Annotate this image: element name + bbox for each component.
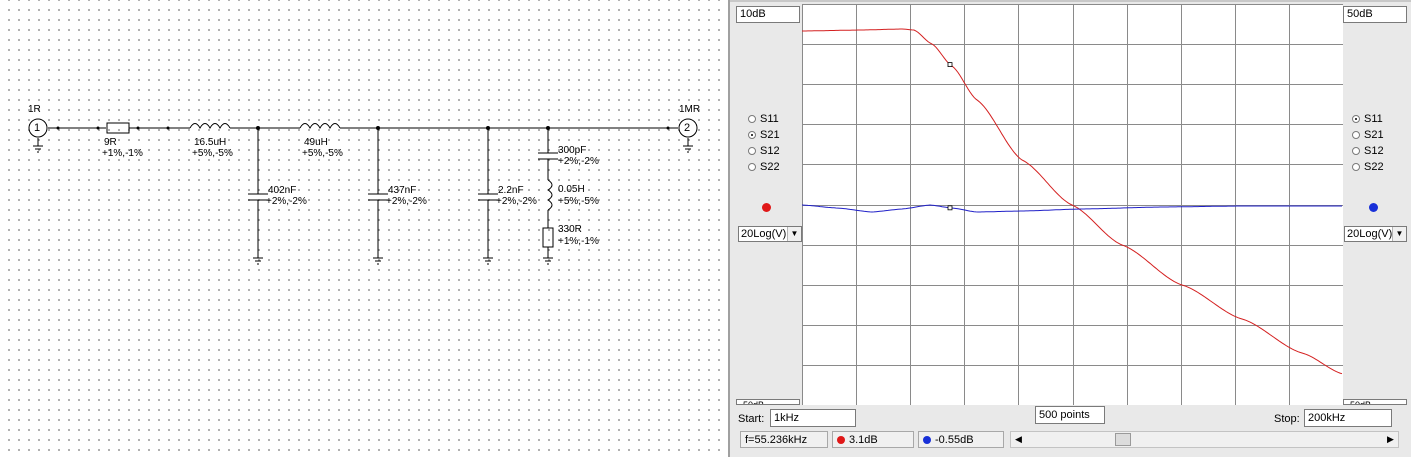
right-param-s12[interactable]: S12 xyxy=(1352,145,1384,157)
port1-number[interactable]: 1 xyxy=(34,122,41,134)
left-param-s21[interactable]: S21 xyxy=(748,129,780,141)
right-param-s11[interactable]: S11 xyxy=(1352,113,1383,125)
radio-dot xyxy=(1352,163,1360,171)
red-value-readout: 3.1dB xyxy=(832,431,914,448)
red-trace-color-icon[interactable] xyxy=(762,203,771,212)
cursor-frequency-text: f=55.236kHz xyxy=(745,433,808,446)
right-mode-select[interactable]: 20Log(V) ▼ xyxy=(1344,226,1407,242)
radio-label: S22 xyxy=(760,161,780,173)
blue-value-text: -0.55dB xyxy=(935,433,974,446)
blue-trace-color-icon[interactable] xyxy=(1369,203,1378,212)
inductor-16uh-tolerance: +5%,-5% xyxy=(192,148,233,159)
left-scale-bottom-field[interactable]: -50dB xyxy=(736,399,800,405)
top-edge xyxy=(730,0,1411,2)
port2-number[interactable]: 2 xyxy=(684,122,691,134)
radio-label: S11 xyxy=(760,113,779,125)
chevron-down-icon: ▼ xyxy=(1392,227,1406,241)
left-mode-value: 20Log(V) xyxy=(741,228,787,240)
radio-dot xyxy=(1352,131,1360,139)
right-mode-value: 20Log(V) xyxy=(1347,228,1393,240)
chevron-down-icon: ▼ xyxy=(787,227,801,241)
inductor-005h-tolerance: +5%,-5% xyxy=(558,196,599,207)
schematic-canvas[interactable]: 1R 1 1MR 2 9R +1%,-1% 16.5uH +5%,-5% 49u… xyxy=(0,0,728,457)
inductor-16uh-value[interactable]: 16.5uH xyxy=(194,137,227,148)
right-scale-bottom-field[interactable]: -50dB xyxy=(1343,399,1407,405)
inductor-005h-value[interactable]: 0.05H xyxy=(558,184,585,195)
scroll-left-icon[interactable]: ◀ xyxy=(1011,432,1026,447)
left-mode-select[interactable]: 20Log(V) ▼ xyxy=(738,226,802,242)
capacitor-402nf-value[interactable]: 402nF xyxy=(268,185,297,196)
red-dot-icon xyxy=(837,435,845,444)
radio-dot xyxy=(748,147,756,155)
blue-trace xyxy=(802,204,1342,213)
left-param-s22[interactable]: S22 xyxy=(748,161,780,173)
red-trace xyxy=(802,28,1343,375)
resistor-330r-tolerance: +1%,-1% xyxy=(558,236,599,247)
right-param-s22[interactable]: S22 xyxy=(1352,161,1384,173)
plot-area[interactable] xyxy=(802,4,1343,405)
blue-cursor-marker[interactable] xyxy=(947,205,953,211)
resistor-9r-tolerance: +1%,-1% xyxy=(102,148,143,159)
radio-dot xyxy=(1352,115,1360,123)
left-param-s12[interactable]: S12 xyxy=(748,145,780,157)
radio-label: S21 xyxy=(760,129,780,141)
right-param-s21[interactable]: S21 xyxy=(1352,129,1384,141)
scrollbar-thumb[interactable] xyxy=(1115,433,1131,446)
capacitor-2nf-value[interactable]: 2.2nF xyxy=(498,185,524,196)
circuit-drawing xyxy=(28,118,698,265)
radio-dot xyxy=(748,131,756,139)
inductor-49uh-tolerance: +5%,-5% xyxy=(302,148,343,159)
resistor-9r-value[interactable]: 9R xyxy=(104,137,117,148)
radio-dot xyxy=(1352,147,1360,155)
radio-dot xyxy=(748,115,756,123)
port2-label: 1MR xyxy=(679,104,701,115)
capacitor-437nf-value[interactable]: 437nF xyxy=(388,185,417,196)
radio-label: S22 xyxy=(1364,161,1384,173)
radio-label: S12 xyxy=(760,145,780,157)
grid xyxy=(802,4,1343,405)
start-frequency-input[interactable]: 1kHz xyxy=(770,409,856,427)
analyzer-window: 10dB S11 S21 S12 S22 20Log(V) ▼ -50dB 50… xyxy=(728,0,1411,457)
radio-label: S12 xyxy=(1364,145,1384,157)
points-input[interactable]: 500 points xyxy=(1035,406,1105,424)
capacitor-300pf-tolerance: +2%,-2% xyxy=(558,156,599,167)
start-label: Start: xyxy=(738,413,765,425)
stop-frequency-input[interactable]: 200kHz xyxy=(1304,409,1392,427)
scroll-right-icon[interactable]: ▶ xyxy=(1383,432,1398,447)
resistor-330r-value[interactable]: 330R xyxy=(558,224,582,235)
capacitor-2nf-tolerance: +2%,-2% xyxy=(496,196,537,207)
capacitor-300pf-value[interactable]: 300pF xyxy=(558,145,587,156)
stop-label: Stop: xyxy=(1274,413,1300,425)
red-value-text: 3.1dB xyxy=(849,433,878,446)
radio-label: S21 xyxy=(1364,129,1384,141)
left-scale-top-field[interactable]: 10dB xyxy=(736,6,800,23)
frequency-scrollbar[interactable]: ◀ ▶ xyxy=(1010,431,1399,448)
radio-label: S11 xyxy=(1364,113,1383,125)
blue-value-readout: -0.55dB xyxy=(918,431,1004,448)
capacitor-402nf-tolerance: +2%,-2% xyxy=(266,196,307,207)
capacitor-437nf-tolerance: +2%,-2% xyxy=(386,196,427,207)
right-scale-top-field[interactable]: 50dB xyxy=(1343,6,1407,23)
cursor-frequency-readout: f=55.236kHz xyxy=(740,431,828,448)
radio-dot xyxy=(748,163,756,171)
left-param-s11[interactable]: S11 xyxy=(748,113,779,125)
blue-dot-icon xyxy=(923,435,931,444)
inductor-49uh-value[interactable]: 49uH xyxy=(304,137,328,148)
red-cursor-marker[interactable] xyxy=(947,62,953,67)
port1-label: 1R xyxy=(28,104,41,115)
